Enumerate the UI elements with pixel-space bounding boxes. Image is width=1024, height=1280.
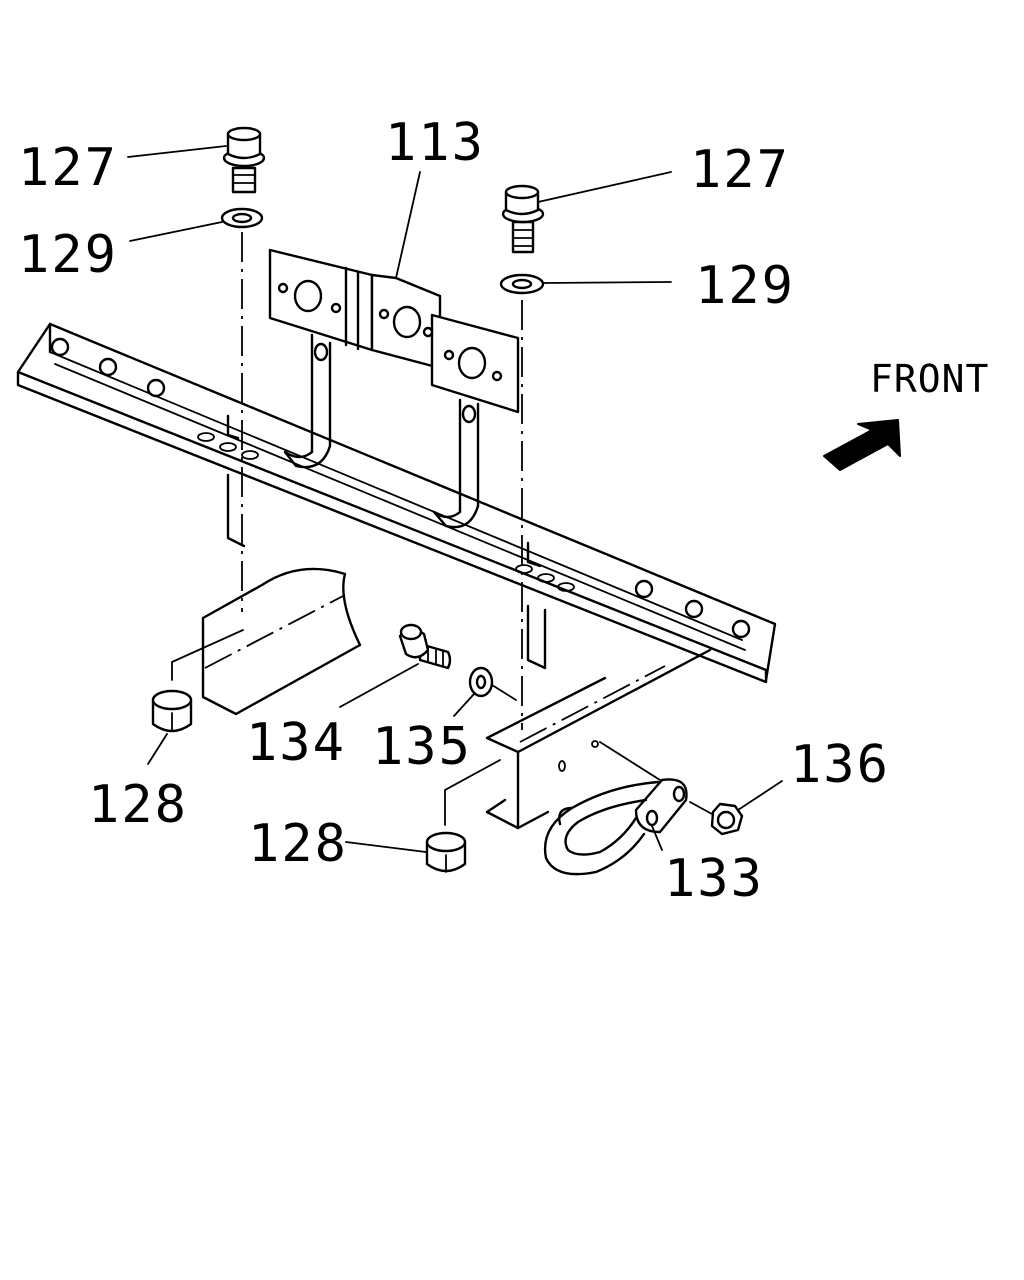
arrow-up-right-icon: [823, 419, 901, 471]
nut-136: [689, 801, 744, 836]
washer-129-right: [499, 273, 545, 295]
frame-stub-left: [201, 567, 362, 716]
callout-133: 133: [664, 849, 764, 909]
washer-129-left: [220, 207, 264, 229]
hanger-plates: [226, 473, 547, 670]
callout-127-right: 127: [690, 140, 790, 200]
assembly-centerlines: [241, 232, 661, 781]
nut-128-bottom: [425, 831, 467, 873]
washer-135: [468, 666, 494, 698]
tow-hook-133: [543, 778, 688, 876]
bracket-113: [268, 248, 520, 529]
rail-slots: [197, 432, 575, 592]
callout-134: 134: [246, 713, 346, 773]
bolt-127-left: [222, 126, 266, 194]
callout-113: 113: [385, 113, 485, 173]
callout-135: 135: [372, 717, 472, 777]
nut-128-left: [151, 689, 193, 733]
leader-lines: [127, 145, 783, 853]
bolt-127-right: [501, 184, 545, 254]
frame-crossmember: [16, 322, 777, 684]
callout-128-bottom: 128: [248, 814, 348, 874]
bolt-134: [398, 623, 452, 670]
front-direction-label: FRONT: [870, 357, 989, 401]
frame-stub-right: [485, 648, 712, 830]
callout-128-left: 128: [88, 775, 188, 835]
callout-127-left: 127: [18, 138, 118, 198]
callout-129-right: 129: [695, 256, 795, 316]
callout-136: 136: [790, 735, 890, 795]
rail-nuts: [50, 337, 751, 639]
callout-129-left: 129: [18, 225, 118, 285]
